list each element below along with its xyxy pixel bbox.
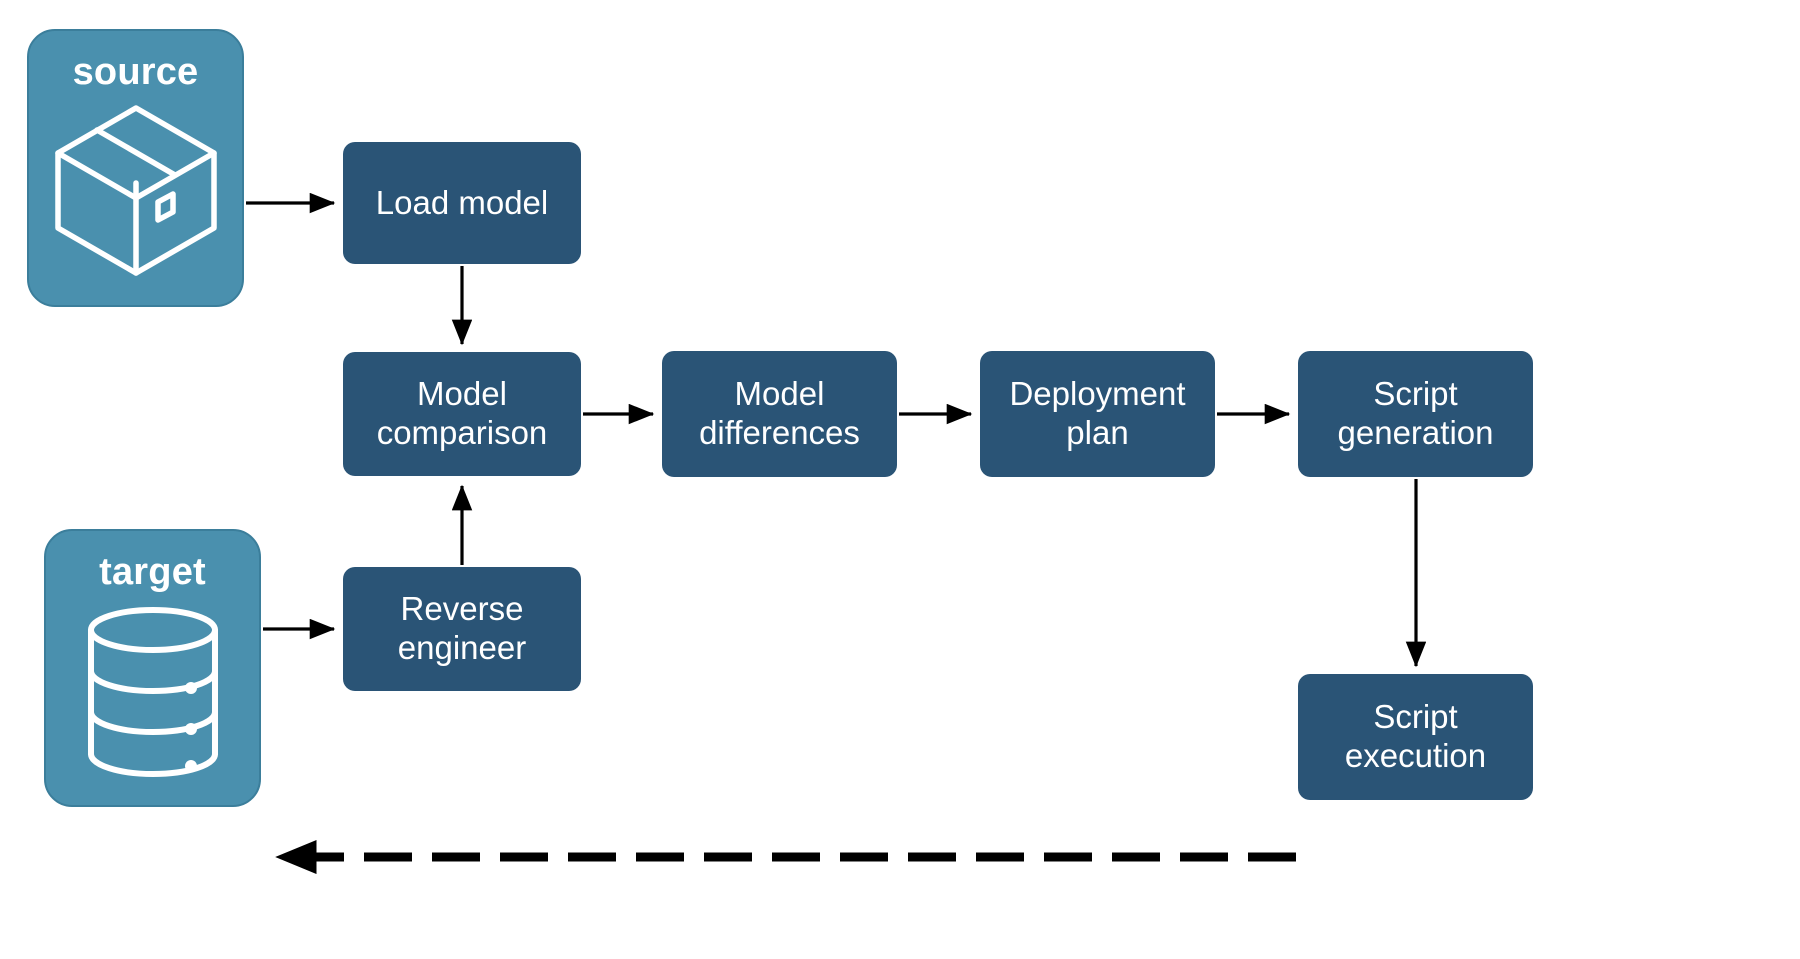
process-label-load-model: Load model <box>375 183 549 221</box>
database-indicator-dot-3 <box>184 760 197 772</box>
endpoint-card-target[interactable]: target <box>44 529 261 807</box>
process-box-model-comparison[interactable]: Model comparison <box>343 352 581 476</box>
process-box-script-generation[interactable]: Script generation <box>1298 351 1533 477</box>
process-label-script-execution: Script execution <box>1344 698 1487 774</box>
database-indicator-dot-2 <box>184 723 197 735</box>
process-box-script-execution[interactable]: Script execution <box>1298 674 1533 800</box>
process-label-script-generation: Script generation <box>1337 375 1494 451</box>
endpoint-title-target: target <box>99 551 206 593</box>
process-box-deployment-plan[interactable]: Deployment plan <box>980 351 1215 477</box>
endpoint-card-source[interactable]: source <box>27 29 244 307</box>
process-label-reverse-engineer: Reverse engineer <box>397 590 527 666</box>
package-box-icon <box>54 105 217 276</box>
endpoint-title-source: source <box>72 51 199 93</box>
database-indicator-dot-1 <box>184 682 197 694</box>
process-label-deployment-plan: Deployment plan <box>1009 375 1186 451</box>
process-label-model-differences: Model differences <box>699 375 860 451</box>
database-cylinder-icon <box>87 607 218 777</box>
process-box-model-differences[interactable]: Model differences <box>662 351 897 477</box>
process-box-reverse-engineer[interactable]: Reverse engineer <box>343 567 581 691</box>
process-label-model-comparison: Model comparison <box>376 375 548 451</box>
process-box-load-model[interactable]: Load model <box>343 142 581 264</box>
